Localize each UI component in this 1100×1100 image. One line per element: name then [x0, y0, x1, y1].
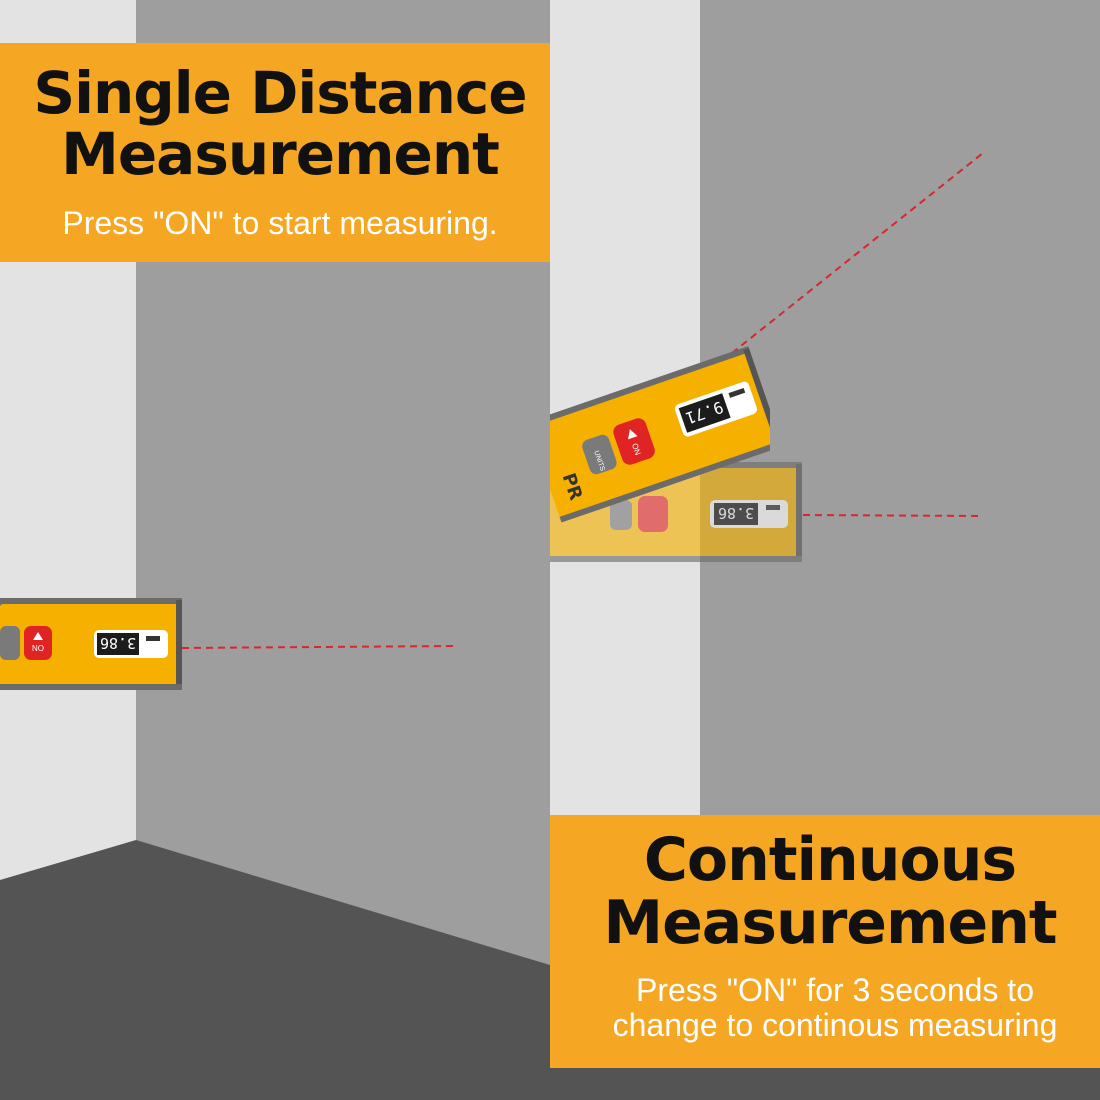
single-measurement-panel: Single Distance Measurement Press "ON" t…: [0, 43, 550, 262]
continuous-title-line2: Measurement: [603, 888, 1057, 958]
units-button-angled[interactable]: [580, 433, 618, 476]
laser-icon: [33, 632, 43, 640]
single-title-line2: Measurement: [61, 119, 500, 188]
units-button-faded[interactable]: [610, 500, 632, 530]
laser-icon-angled: [628, 429, 638, 440]
left-floor: [0, 840, 550, 1100]
continuous-subtitle-line1: Press "ON" for 3 seconds to: [636, 972, 1034, 1008]
laser-line-angled: [731, 152, 984, 354]
right-floor: [550, 1068, 1100, 1100]
on-button-faded[interactable]: [638, 496, 668, 532]
lcd-display-faded: [714, 503, 758, 525]
lcd-display: [97, 633, 139, 655]
battery-icon-angled: [728, 387, 746, 398]
laser-meter-device-angled: PR UNITS ON 9.71: [550, 346, 770, 523]
continuous-measurement-subtitle: Press "ON" for 3 seconds to change to co…: [570, 973, 1100, 1043]
battery-icon: [146, 636, 160, 641]
battery-icon-faded: [766, 505, 780, 510]
on-label: ON: [32, 643, 44, 652]
continuous-subtitle-line2: change to continous measuring: [612, 1007, 1058, 1043]
units-button[interactable]: [0, 626, 20, 660]
continuous-title-line1: Continuous: [643, 825, 1017, 895]
single-title-line1: Single Distance: [33, 59, 527, 127]
laser-line-continuous: [802, 514, 984, 517]
laser-meter-device-single: ON 3.86: [0, 598, 182, 690]
single-measurement-title: Single Distance Measurement: [0, 63, 560, 185]
display-reading-faded: 3.86: [718, 504, 754, 522]
on-button-angled[interactable]: [611, 416, 657, 467]
continuous-measurement-panel: Continuous Measurement Press "ON" for 3 …: [550, 815, 1100, 1068]
on-label-angled: ON: [630, 442, 642, 456]
on-button[interactable]: [24, 626, 52, 660]
continuous-measurement-title: Continuous Measurement: [550, 829, 1100, 955]
display-reading: 3.86: [100, 634, 136, 652]
single-measurement-subtitle: Press "ON" to start measuring.: [62, 205, 498, 241]
lcd-display-angled: [678, 393, 731, 433]
laser-line-single: [181, 645, 456, 649]
